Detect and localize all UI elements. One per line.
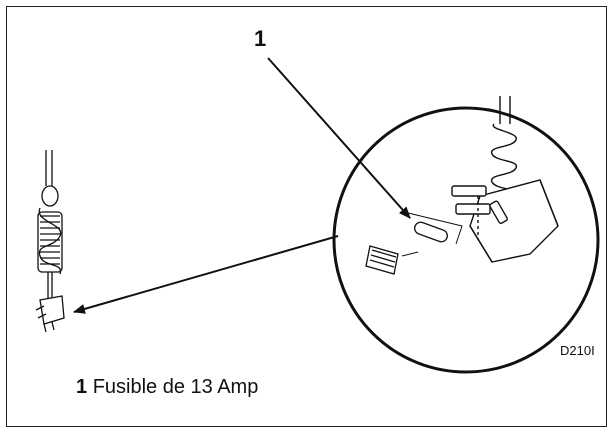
fuse-cartridge-icon [403, 211, 463, 245]
callout-leader-arrow [267, 57, 411, 219]
caption-text: Fusible de 13 Amp [92, 376, 259, 398]
small-plug-icon [35, 295, 65, 333]
callout-number: 1 [254, 26, 267, 51]
power-cable-icon [37, 150, 63, 300]
fuse-carrier-icon [365, 245, 419, 275]
caption: 1 Fusible de 13 Amp [76, 376, 258, 399]
magnified-plug-icon [451, 96, 559, 263]
caption-number: 1 [76, 376, 88, 398]
magnify-pointer-arrow [73, 235, 339, 314]
figure-code: D210I [560, 343, 595, 358]
detail-magnifier-circle [332, 106, 600, 374]
